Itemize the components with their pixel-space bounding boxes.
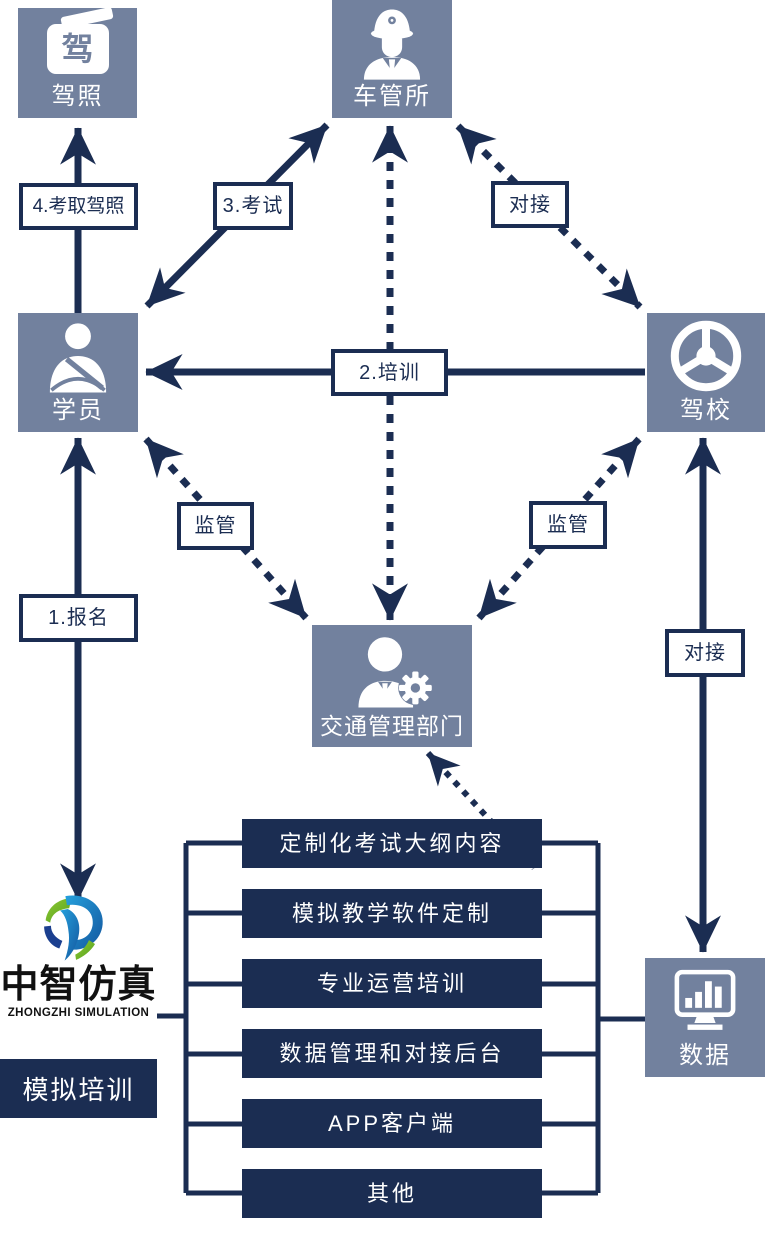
data-monitor-icon [645, 958, 765, 1044]
arrow-supervise-school [476, 436, 642, 621]
edge-label-supervise-right: 监管 [529, 501, 607, 549]
edge-label-training: 2.培训 [331, 349, 448, 396]
company-logo: 中智仿真 ZHONGZHI SIMULATION [0, 890, 157, 1019]
logo-swirl-icon [44, 895, 103, 961]
edge-label-dock-right: 对接 [665, 629, 745, 677]
service-bus-right [542, 840, 645, 1196]
node-traffic-dept-label: 交通管理部门 [320, 713, 464, 739]
service-bus-left [157, 840, 242, 1196]
node-school: 驾校 [647, 313, 765, 432]
police-officer-icon [332, 0, 452, 85]
service-item: 模拟教学软件定制 [242, 889, 542, 938]
service-item: 定制化考试大纲内容 [242, 819, 542, 868]
service-item: 其他 [242, 1169, 542, 1218]
node-school-label: 驾校 [680, 397, 732, 424]
node-license-label: 驾照 [51, 83, 104, 110]
logo-name: 中智仿真 [0, 964, 157, 1006]
logo-tagline: 模拟培训 [0, 1059, 157, 1118]
node-license: 驾 驾照 [18, 6, 137, 118]
edge-label-exam: 3.考试 [213, 182, 293, 230]
logo-subtitle: ZHONGZHI SIMULATION [7, 1006, 150, 1019]
edge-label-enroll: 1.报名 [19, 594, 138, 642]
node-student-label: 学员 [52, 397, 104, 424]
license-card-icon: 驾 [18, 6, 137, 85]
service-item: APP客户端 [242, 1099, 542, 1148]
edge-label-dock-top: 对接 [491, 181, 569, 228]
node-data-label: 数据 [679, 1042, 731, 1069]
license-badge-char: 驾 [61, 30, 94, 67]
node-traffic-dept: 交通管理部门 [312, 625, 472, 747]
arrow-supervise-student [143, 436, 309, 621]
student-driver-icon [18, 313, 138, 399]
node-dmv-label: 车管所 [353, 83, 431, 110]
service-item: 数据管理和对接后台 [242, 1029, 542, 1078]
edge-label-supervise-left: 监管 [177, 502, 254, 550]
node-student: 学员 [18, 313, 138, 432]
service-item: 专业运营培训 [242, 959, 542, 1008]
admin-person-gear-icon [312, 625, 472, 715]
node-data: 数据 [645, 958, 765, 1077]
steering-wheel-icon [647, 313, 765, 399]
edge-label-get-license: 4.考取驾照 [19, 183, 138, 230]
node-dmv: 车管所 [332, 0, 452, 118]
